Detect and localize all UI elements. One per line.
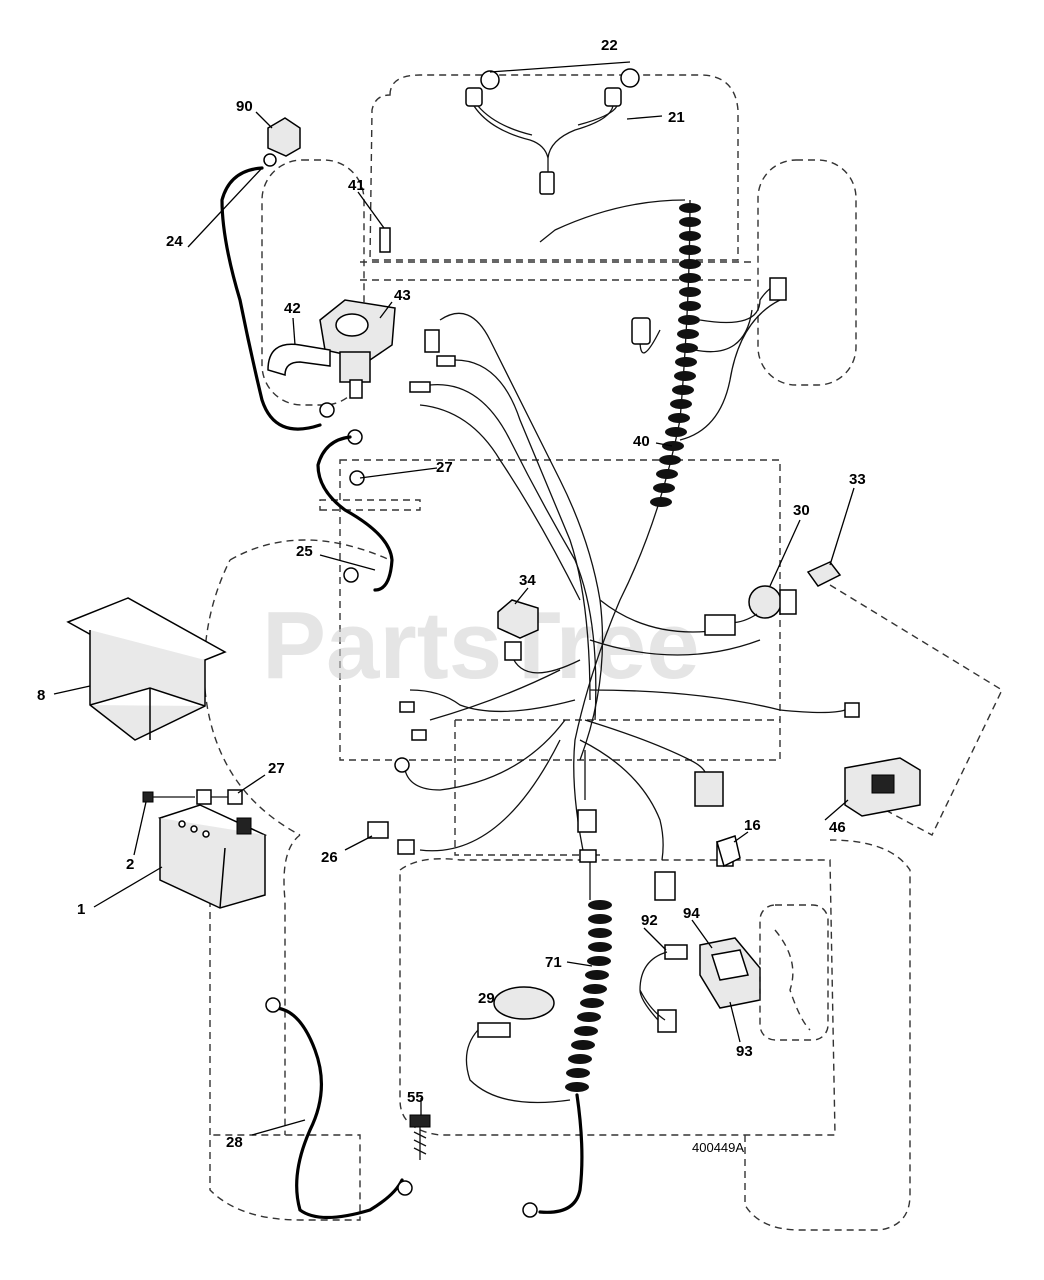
- ignition-switch: [704, 585, 797, 636]
- safety-switch-assembly: [699, 937, 761, 1009]
- callout-8[interactable]: 8: [37, 687, 45, 704]
- callout-71[interactable]: 71: [545, 954, 562, 971]
- leader-lines: [53, 61, 855, 1136]
- pto-switch: [844, 757, 921, 817]
- seat-switch: [497, 599, 539, 661]
- wire-loom-71: [565, 900, 612, 1092]
- callout-41[interactable]: 41: [348, 177, 365, 194]
- diode: [716, 835, 741, 868]
- callout-34[interactable]: 34: [519, 572, 536, 589]
- battery-tray: [66, 597, 227, 741]
- callout-25[interactable]: 25: [296, 543, 313, 560]
- battery-bolt: [142, 789, 243, 805]
- callout-24[interactable]: 24: [166, 233, 183, 250]
- cable-28: [274, 1006, 404, 1220]
- callout-2[interactable]: 2: [126, 856, 134, 873]
- callout-27-bottom[interactable]: 27: [268, 760, 285, 777]
- callout-43[interactable]: 43: [394, 287, 411, 304]
- callouts: 22 21 90 41 24 43 42 40 27 33 30 25 34 8…: [37, 37, 866, 1151]
- callout-90[interactable]: 90: [236, 98, 253, 115]
- terminal-block: [263, 117, 301, 167]
- callout-28[interactable]: 28: [226, 1134, 243, 1151]
- cable-24: [220, 166, 322, 431]
- connector-26: [367, 821, 415, 855]
- brake-pedal-outline: [759, 904, 829, 1041]
- callout-29[interactable]: 29: [478, 990, 495, 1007]
- callout-93[interactable]: 93: [736, 1043, 753, 1060]
- cable-25: [316, 435, 394, 592]
- callout-27-top[interactable]: 27: [436, 459, 453, 476]
- callout-55[interactable]: 55: [407, 1089, 424, 1106]
- callout-33[interactable]: 33: [849, 471, 866, 488]
- callout-30[interactable]: 30: [793, 502, 810, 519]
- headlight-assembly: [465, 68, 640, 195]
- callout-26[interactable]: 26: [321, 849, 338, 866]
- relay: [806, 561, 842, 587]
- callout-16[interactable]: 16: [744, 817, 761, 834]
- callout-46[interactable]: 46: [829, 819, 846, 836]
- drawing-number: 400449A: [692, 1140, 744, 1155]
- watermark-text: PartsTree: [262, 592, 700, 699]
- callout-40[interactable]: 40: [633, 433, 650, 450]
- cable-71-ground: [538, 1093, 584, 1214]
- battery: [157, 804, 268, 909]
- callout-1[interactable]: 1: [77, 901, 85, 918]
- callout-94[interactable]: 94: [683, 905, 700, 922]
- wiring-harness: [404, 199, 846, 900]
- starter-solenoid-assembly: [267, 227, 396, 445]
- callout-22[interactable]: 22: [601, 37, 618, 54]
- plug-29: [465, 986, 571, 1104]
- callout-42[interactable]: 42: [284, 300, 301, 317]
- ground-screw: [409, 1114, 431, 1160]
- wire-loom-40: [650, 203, 701, 507]
- callout-21[interactable]: 21: [668, 109, 685, 126]
- callout-92[interactable]: 92: [641, 912, 658, 929]
